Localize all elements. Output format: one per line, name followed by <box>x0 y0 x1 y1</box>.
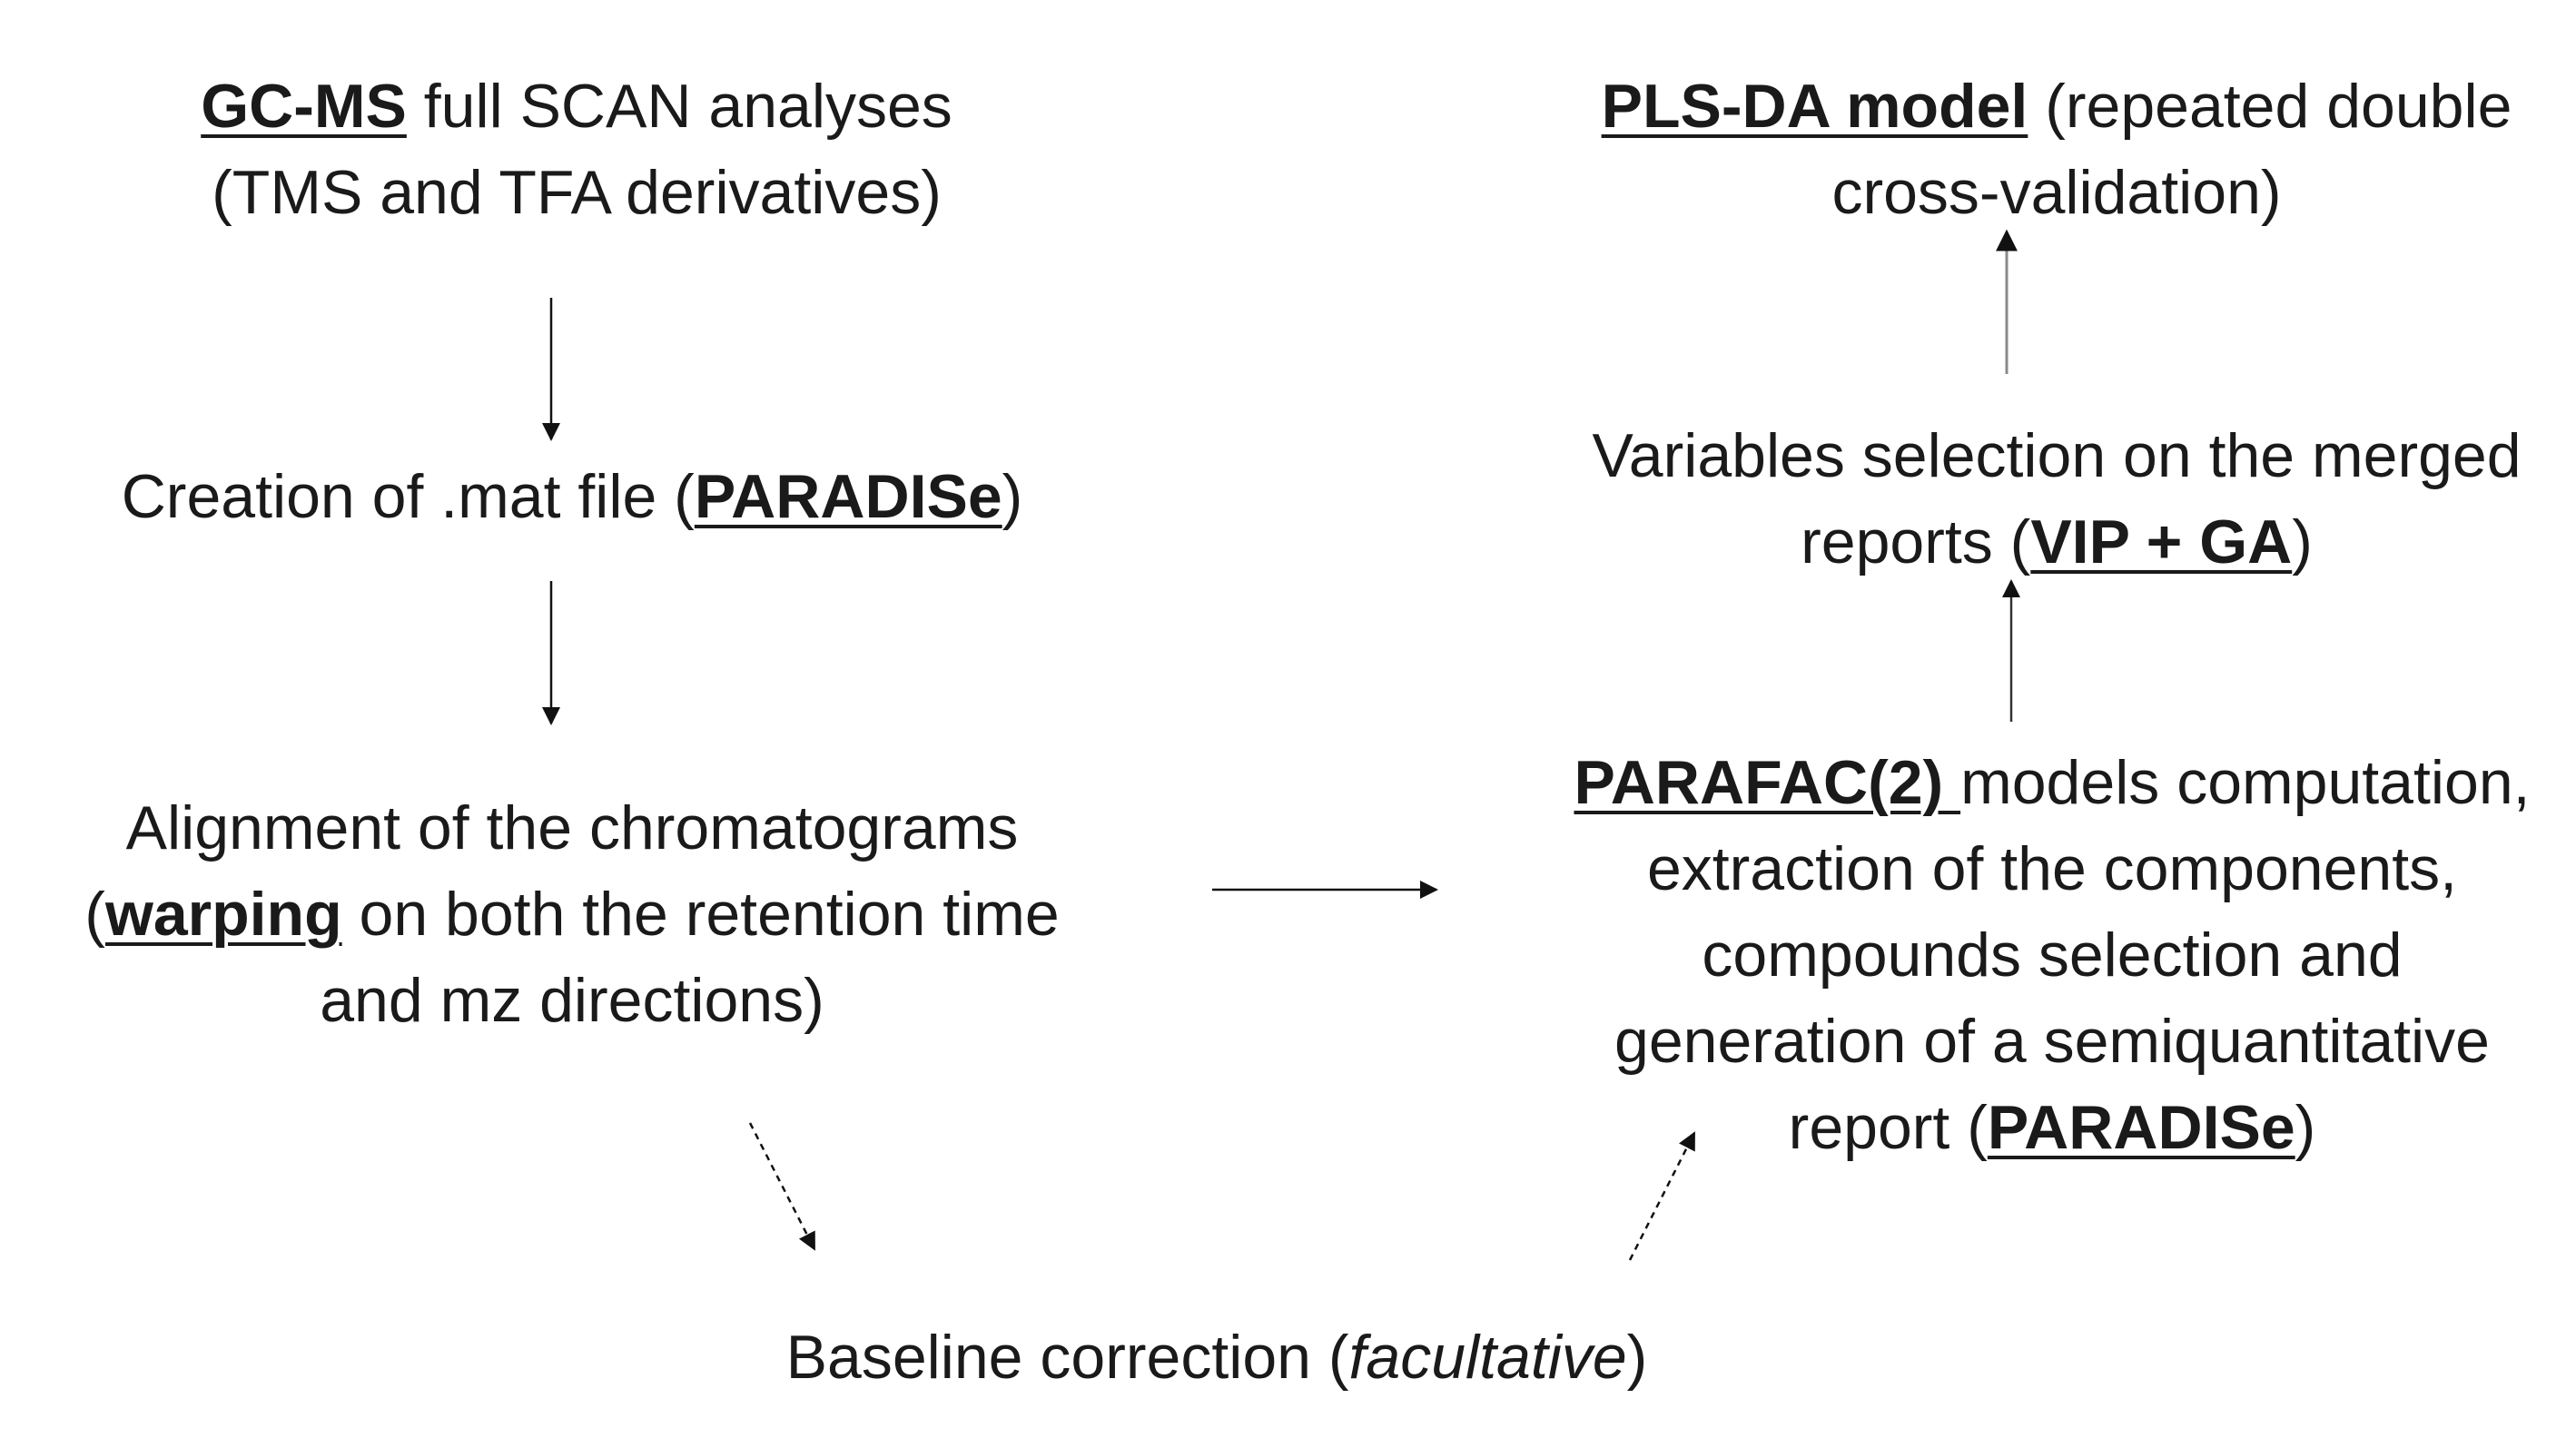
node-align-line2-pre: ( <box>84 880 105 949</box>
node-baseline-post: ) <box>1626 1323 1648 1392</box>
node-mat-line: Creation of .mat file (PARADISe) <box>54 454 1090 540</box>
node-plsda-line2: cross-validation) <box>1831 158 2282 227</box>
node-parafac-line5-post: ) <box>2295 1093 2316 1162</box>
node-baseline-pre: Baseline correction ( <box>785 1323 1349 1392</box>
node-align-line2: (warping on both the retention time <box>18 872 1126 958</box>
node-parafac-line2: extraction of the components, <box>1646 834 2458 903</box>
node-variables-selection: Variables selection on the merged report… <box>1544 413 2570 586</box>
node-parafac-line5: report (PARADISe) <box>1535 1085 2570 1171</box>
node-plsda-line1: PLS-DA model (repeated double <box>1544 64 2570 150</box>
node-varsel-line2-pre: reports ( <box>1801 507 2031 576</box>
node-parafac-line5-pre: report ( <box>1788 1093 1988 1162</box>
node-varsel-line2: reports (VIP + GA) <box>1544 499 2570 586</box>
node-parafac-line5-key: PARADISe <box>1987 1093 2295 1162</box>
node-mat-file: Creation of .mat file (PARADISe) <box>54 454 1090 540</box>
node-varsel-line1: Variables selection on the merged <box>1592 421 2522 490</box>
node-baseline-line: Baseline correction (facultative) <box>672 1315 1762 1401</box>
node-align-line2-post: on both the retention time <box>341 880 1060 949</box>
node-gcms-line1-rest: full SCAN analyses <box>406 72 952 141</box>
node-align-line3: and mz directions) <box>320 966 824 1035</box>
node-mat-key: PARADISe <box>694 462 1002 531</box>
node-gcms: GC-MS full SCAN analyses (TMS and TFA de… <box>145 64 1008 236</box>
node-align-key: warping <box>104 880 342 949</box>
node-plsda-key: PLS-DA model <box>1601 72 2028 141</box>
node-parafac-line1: PARAFAC(2) models computation, <box>1535 740 2570 826</box>
node-gcms-line1: GC-MS full SCAN analyses <box>145 64 1008 150</box>
node-plsda: PLS-DA model (repeated double cross-vali… <box>1544 64 2570 236</box>
node-gcms-line2: (TMS and TFA derivatives) <box>212 158 942 227</box>
node-parafac-line3: compounds selection and <box>1702 921 2403 990</box>
node-baseline-em: facultative <box>1348 1323 1627 1392</box>
node-mat-post: ) <box>1002 462 1023 531</box>
node-gcms-key: GC-MS <box>201 72 407 141</box>
node-parafac-line4: generation of a semiquantitative <box>1614 1007 2490 1076</box>
arrow-alignment-to-baseline <box>748 1122 816 1251</box>
node-parafac-key: PARAFAC(2) <box>1574 748 1961 817</box>
node-varsel-line2-post: ) <box>2292 507 2313 576</box>
node-mat-pre: Creation of .mat file ( <box>121 462 695 531</box>
node-varsel-key: VIP + GA <box>2030 507 2293 576</box>
node-parafac-line1-rest: models computation, <box>1960 748 2531 817</box>
node-align-line1: Alignment of the chromatograms <box>125 793 1019 862</box>
node-plsda-line1-rest: (repeated double <box>2028 72 2512 141</box>
node-baseline: Baseline correction (facultative) <box>672 1315 1762 1401</box>
node-alignment: Alignment of the chromatograms (warping … <box>18 785 1126 1044</box>
node-parafac: PARAFAC(2) models computation, extractio… <box>1535 740 2570 1171</box>
